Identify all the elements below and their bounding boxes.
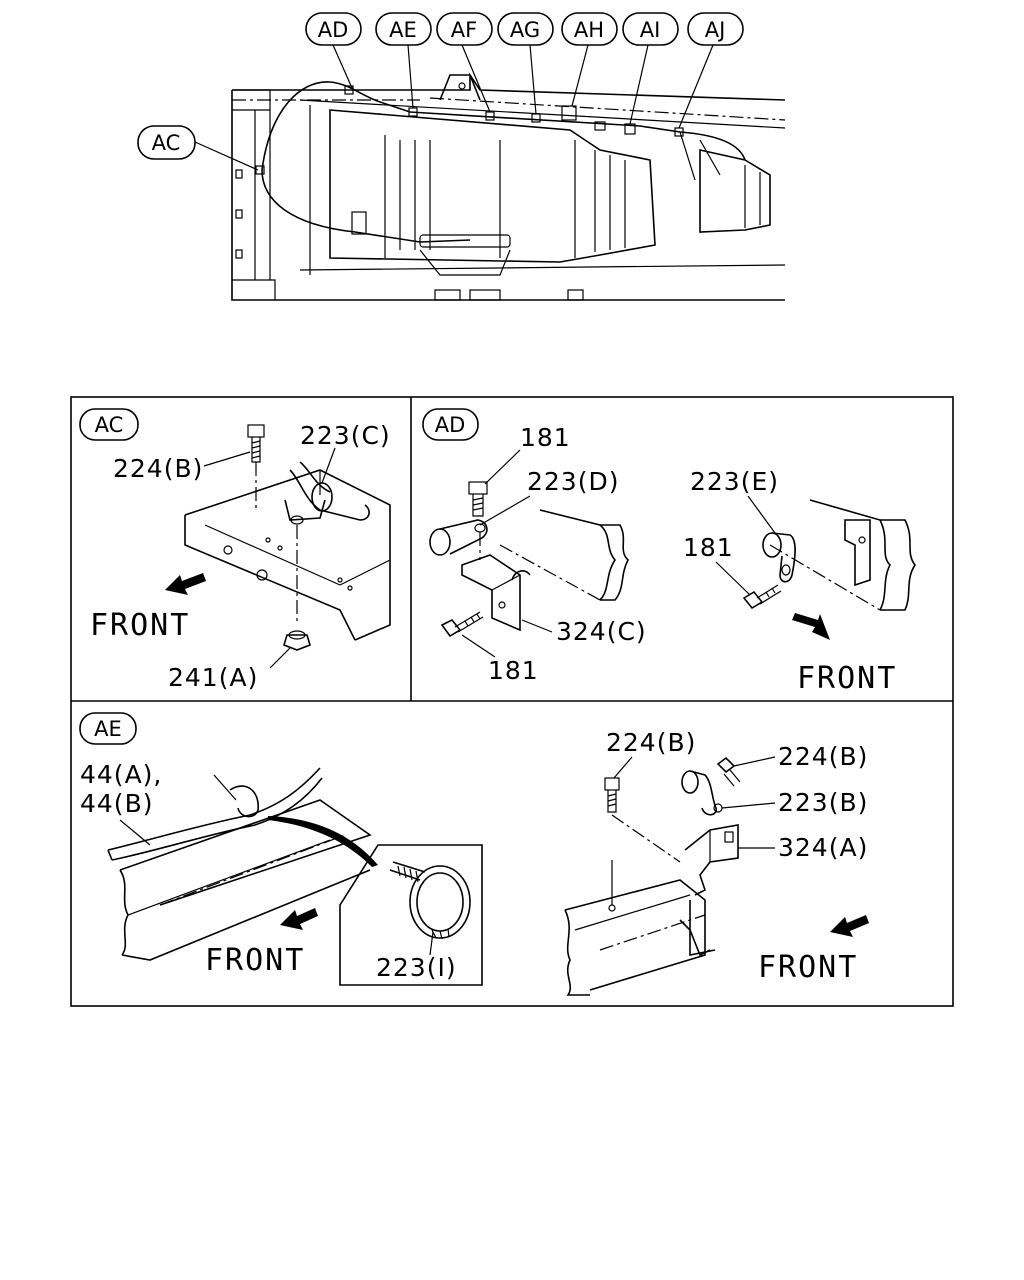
callout-ah: AH bbox=[561, 12, 618, 107]
callout-ag: AG bbox=[497, 12, 554, 115]
svg-text:AC: AC bbox=[152, 131, 181, 155]
front-label: FRONT bbox=[797, 661, 897, 696]
label-241a: 241(A) bbox=[168, 663, 258, 692]
front-arrow-icon bbox=[830, 915, 869, 937]
svg-text:AD: AD bbox=[318, 18, 349, 42]
callout-ai: AI bbox=[622, 12, 679, 125]
panel-ac-tag bbox=[79, 408, 139, 441]
panel-ac: AC 224(B) 223(C) 241(A) bbox=[79, 408, 391, 692]
label-44b: 44(B) bbox=[80, 789, 153, 818]
chassis-overview bbox=[231, 72, 786, 301]
label-224b-left: 224(B) bbox=[606, 728, 696, 757]
svg-text:AJ: AJ bbox=[705, 18, 726, 42]
panel-ae-tag-text: AE bbox=[94, 717, 122, 741]
front-label-left: FRONT bbox=[205, 943, 305, 978]
label-44a: 44(A), bbox=[80, 760, 162, 789]
label-223b: 223(B) bbox=[778, 788, 868, 817]
callout-ae: AE bbox=[375, 12, 432, 109]
panel-ae-tag bbox=[79, 712, 137, 745]
panel-ac-tag-text: AC bbox=[95, 413, 124, 437]
panel-ad-tag bbox=[422, 408, 479, 441]
callout-ad: AD bbox=[305, 12, 362, 89]
label-324c: 324(C) bbox=[556, 617, 647, 646]
front-label-right: FRONT bbox=[758, 950, 858, 985]
callout-ac: AC bbox=[137, 125, 259, 171]
label-324a: 324(A) bbox=[778, 833, 868, 862]
detail-panels-frame bbox=[70, 396, 954, 1007]
svg-text:AH: AH bbox=[574, 18, 604, 42]
callout-af: AF bbox=[436, 12, 493, 113]
label-223e: 223(E) bbox=[690, 467, 779, 496]
label-181-top: 181 bbox=[520, 423, 571, 452]
panel-ae: AE 44(A), 44(B) 223(I) FRONT bbox=[79, 712, 869, 996]
label-223d: 223(D) bbox=[527, 467, 619, 496]
svg-text:AF: AF bbox=[451, 18, 477, 42]
svg-text:AI: AI bbox=[640, 18, 661, 42]
label-181-right: 181 bbox=[683, 533, 734, 562]
svg-text:AE: AE bbox=[389, 18, 417, 42]
label-224b-right: 224(B) bbox=[778, 742, 868, 771]
inset-box bbox=[339, 844, 483, 986]
panel-ad-tag-text: AD bbox=[435, 413, 466, 437]
front-arrow-icon bbox=[280, 908, 318, 930]
svg-text:AG: AG bbox=[510, 18, 540, 42]
front-label: FRONT bbox=[90, 608, 190, 643]
callout-aj: AJ bbox=[678, 12, 744, 129]
panel-ad: AD 181 223(D) 324(C) 181 bbox=[422, 408, 916, 696]
label-223i: 223(I) bbox=[376, 953, 457, 982]
label-223c: 223(C) bbox=[300, 421, 391, 450]
front-arrow-icon bbox=[165, 573, 206, 595]
label-181-lower: 181 bbox=[488, 656, 539, 685]
front-arrow-icon bbox=[792, 613, 830, 640]
label-224b: 224(B) bbox=[113, 454, 203, 483]
